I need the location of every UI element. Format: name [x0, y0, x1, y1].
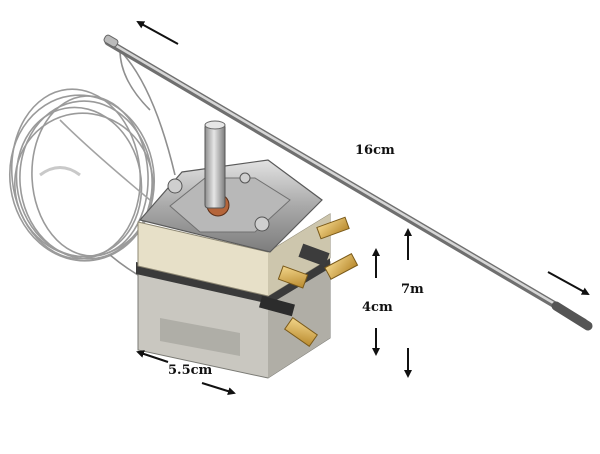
arrow-probe-left: [136, 21, 179, 45]
arrow-width-right: [201, 382, 236, 396]
arrow-probe-right: [547, 271, 590, 295]
body-width-label: 5.5cm: [168, 363, 213, 378]
probe-length-label: 16cm: [355, 143, 395, 158]
thermostat-body: [136, 120, 359, 379]
body-height-label: 4cm: [362, 300, 393, 315]
dimension-arrows: [136, 21, 590, 396]
capillary-length-label: 7m: [401, 282, 424, 297]
probe-bulb: [103, 34, 593, 331]
arrow-width-left: [136, 350, 169, 363]
